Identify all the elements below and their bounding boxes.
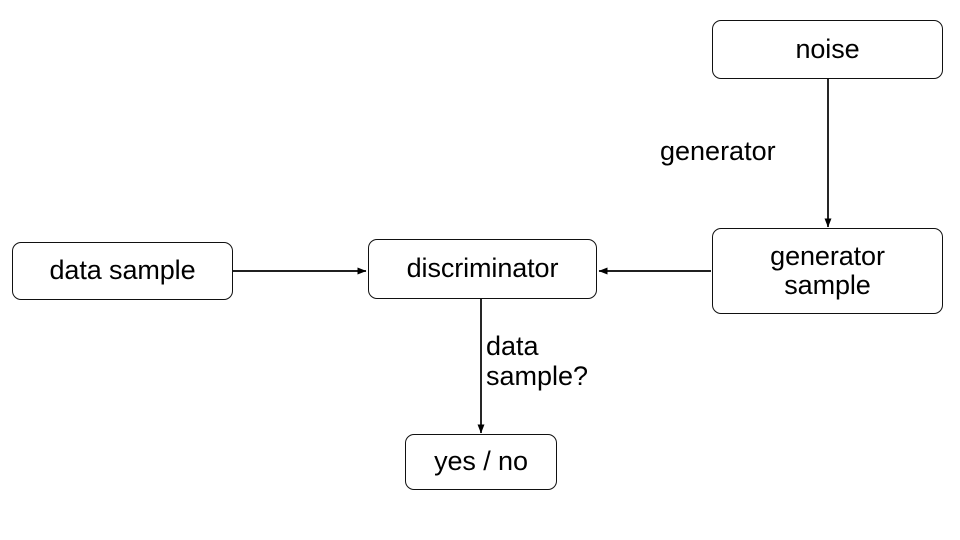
- node-generator-sample[interactable]: generator sample: [712, 228, 943, 314]
- node-yes-no[interactable]: yes / no: [405, 434, 557, 490]
- edge-label-data-sample-question: data sample?: [486, 331, 589, 392]
- edge-label-generator: generator: [660, 136, 776, 166]
- node-noise[interactable]: noise: [712, 20, 943, 79]
- node-discriminator[interactable]: discriminator: [368, 239, 597, 299]
- node-data-sample[interactable]: data sample: [12, 242, 233, 300]
